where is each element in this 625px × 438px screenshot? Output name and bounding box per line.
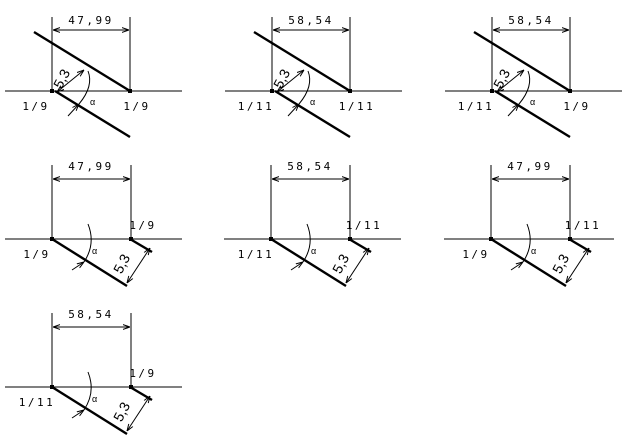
dimension-label: 47,99 [68,160,114,173]
angle-label: α [90,97,95,107]
angle-arc [83,371,92,411]
lower-plate-line [490,237,567,288]
thickness-label: 5,3 [549,251,572,276]
right-label: 1/11 [339,100,376,113]
thickness-label: 5,3 [490,66,513,91]
upper-plate-line [473,30,571,93]
node-right [129,237,133,241]
left-label: 1/11 [238,248,275,261]
angle-arrow [67,104,79,117]
thickness-label: 5,3 [329,251,352,276]
angle-label: α [92,394,97,404]
angle-arc [518,70,531,105]
node-left [50,385,54,389]
right-label: 1/9 [563,100,590,113]
node-right [568,89,572,93]
thickness-dimension-line [57,70,84,92]
lower-plate-line [51,385,128,436]
thickness-dimension-line [277,70,304,92]
left-label: 1/9 [22,100,49,113]
node-left [269,237,273,241]
node-right [348,89,352,93]
node-right [348,237,352,241]
left-label: 1/11 [238,100,275,113]
diagram-3: 58,54 5,3 α 1/11 1/9 [445,14,622,139]
angle-arc [298,70,311,105]
angle-arrow [71,262,84,271]
angle-arrow [510,262,523,271]
diagram-7: 58,54 5,3 α 1/11 1/9 [5,308,182,436]
node-left [270,89,274,93]
right-label: 1/11 [565,219,602,232]
left-label: 1/11 [458,100,495,113]
angle-arrow [507,104,519,117]
upper-plate-line [253,30,351,93]
thickness-dimension-line [566,248,589,283]
upper-plate-line [33,30,131,93]
dimension-label: 58,54 [288,14,334,27]
thickness-dimension-line [346,248,369,283]
angle-arc [302,223,311,263]
angle-label: α [530,97,535,107]
left-label: 1/9 [23,248,50,261]
angle-arrow [71,410,84,419]
node-left [50,237,54,241]
angle-label: α [311,246,316,256]
diagram-2: 58,54 5,3 α 1/11 1/11 [225,14,402,139]
thickness-label: 5,3 [50,66,73,91]
dimension-label: 47,99 [68,14,114,27]
thickness-dimension-line [497,70,524,92]
angle-label: α [92,246,97,256]
diagram-5: 58,54 5,3 α 1/11 1/11 [224,160,401,288]
dimension-label: 58,54 [68,308,114,321]
thickness-label: 5,3 [110,399,133,424]
left-label: 1/9 [462,248,489,261]
dimension-label: 58,54 [287,160,333,173]
thickness-dimension-line [127,396,150,431]
angle-label: α [310,97,315,107]
lower-plate-line [51,237,128,288]
node-left [50,89,54,93]
node-right [129,385,133,389]
angle-arrow [290,262,303,271]
node-right [128,89,132,93]
dimension-label: 47,99 [507,160,553,173]
dimension-label: 58,54 [508,14,554,27]
lower-plate-line [494,89,571,139]
left-label: 1/11 [19,396,56,409]
diagram-6: 47,99 5,3 α 1/9 1/11 [444,160,614,288]
lower-plate-line [274,89,351,139]
node-right [568,237,572,241]
angle-arc [522,223,531,263]
diagram-1: 47,99 5,3 α 1/9 1/9 [5,14,182,139]
lower-plate-line [270,237,347,288]
angle-arrow [287,104,299,117]
right-label: 1/9 [129,367,156,380]
thickness-label: 5,3 [110,251,133,276]
angle-label: α [531,246,536,256]
right-label: 1/9 [123,100,150,113]
angle-arc [83,223,92,263]
right-label: 1/9 [129,219,156,232]
node-left [489,237,493,241]
diagram-4: 47,99 5,3 α 1/9 1/9 [5,160,182,288]
node-left [490,89,494,93]
thickness-dimension-line [127,248,150,283]
lower-plate-line [54,89,131,139]
thickness-label: 5,3 [270,66,293,91]
right-label: 1/11 [346,219,383,232]
angle-arc [78,70,91,105]
